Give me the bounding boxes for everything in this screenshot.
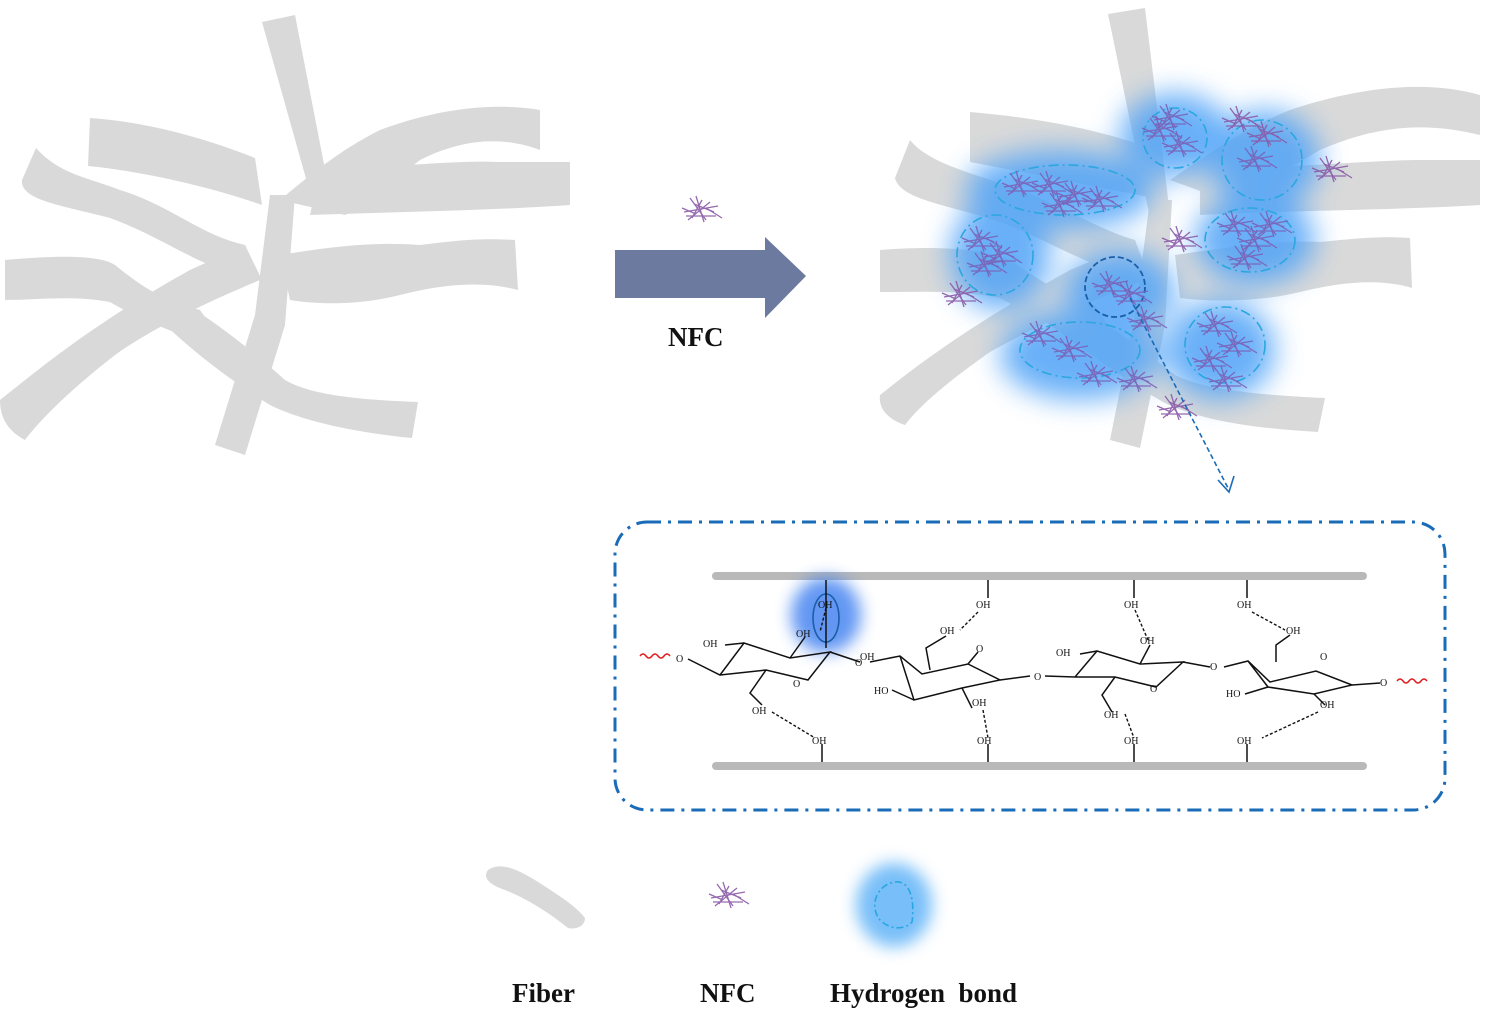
arrow-label: NFC [668, 322, 724, 352]
hydrogen-bond-icon [856, 863, 932, 947]
svg-text:OH: OH [1286, 626, 1300, 637]
chemical-group-labels: OH O OH OH O O OH OH OH OH O OH HO OH OH… [676, 600, 1387, 747]
legend-label-fiber: Fiber [512, 978, 575, 1008]
cellulose-chain [639, 580, 1428, 762]
svg-text:O: O [1380, 678, 1387, 689]
hydrogen-bond-outlines [956, 107, 1303, 384]
fiber-network-after [879, 8, 1480, 494]
svg-text:O: O [1034, 672, 1041, 683]
svg-text:O: O [1320, 652, 1327, 663]
svg-text:OH: OH [940, 626, 954, 637]
molecular-detail-box: OH O OH OH O O OH OH OH OH O OH HO OH OH… [613, 520, 1447, 812]
svg-text:HO: HO [874, 686, 888, 697]
chain-end-right [1396, 678, 1428, 684]
svg-text:OH: OH [1124, 600, 1138, 611]
fiber-icon [485, 866, 585, 929]
fiber [88, 118, 262, 205]
fiber [280, 239, 518, 304]
svg-text:OH: OH [1104, 710, 1118, 721]
nfc-icon [681, 195, 723, 223]
svg-text:OH: OH [812, 736, 826, 747]
svg-text:OH: OH [976, 600, 990, 611]
focus-circle [1084, 256, 1146, 318]
svg-text:OH: OH [818, 600, 832, 611]
svg-text:OH: OH [977, 736, 991, 747]
fiber [0, 245, 260, 440]
fiber [21, 148, 262, 280]
svg-text:O: O [1210, 662, 1217, 673]
svg-text:OH: OH [752, 706, 766, 717]
svg-text:O: O [676, 654, 683, 665]
fiber [262, 15, 330, 200]
legend-label-hydrogen-bond: Hydrogen bond [830, 978, 1018, 1008]
arrow-shape [615, 237, 806, 318]
legend-label-nfc: NFC [700, 978, 756, 1008]
fiber [310, 161, 570, 215]
chain-end-left [639, 653, 671, 659]
svg-text:OH: OH [1124, 736, 1138, 747]
svg-text:OH: OH [1056, 648, 1070, 659]
svg-text:O: O [855, 658, 862, 669]
svg-text:O: O [793, 679, 800, 690]
hydrogen-bond-lines [771, 607, 1319, 739]
zoom-pointer-head [1217, 475, 1235, 494]
svg-text:OH: OH [1237, 600, 1251, 611]
svg-text:OH: OH [703, 639, 717, 650]
svg-text:OH: OH [972, 698, 986, 709]
legend [485, 863, 932, 947]
fiber [155, 290, 418, 438]
svg-text:OH: OH [1140, 636, 1154, 647]
svg-text:OH: OH [796, 629, 810, 640]
fiber-surface-top [712, 572, 1367, 580]
svg-text:OH: OH [860, 652, 874, 663]
svg-text:O: O [1150, 684, 1157, 695]
svg-text:HO: HO [1226, 689, 1240, 700]
fiber-surface-bottom [712, 762, 1367, 770]
svg-text:OH: OH [1320, 700, 1334, 711]
svg-text:OH: OH [1237, 736, 1251, 747]
nfc-icon [708, 881, 750, 909]
svg-text:O: O [976, 644, 983, 655]
fiber [215, 195, 295, 455]
zoom-pointer [1129, 297, 1229, 489]
process-arrow [615, 195, 806, 318]
fiber-network-before [0, 15, 570, 455]
